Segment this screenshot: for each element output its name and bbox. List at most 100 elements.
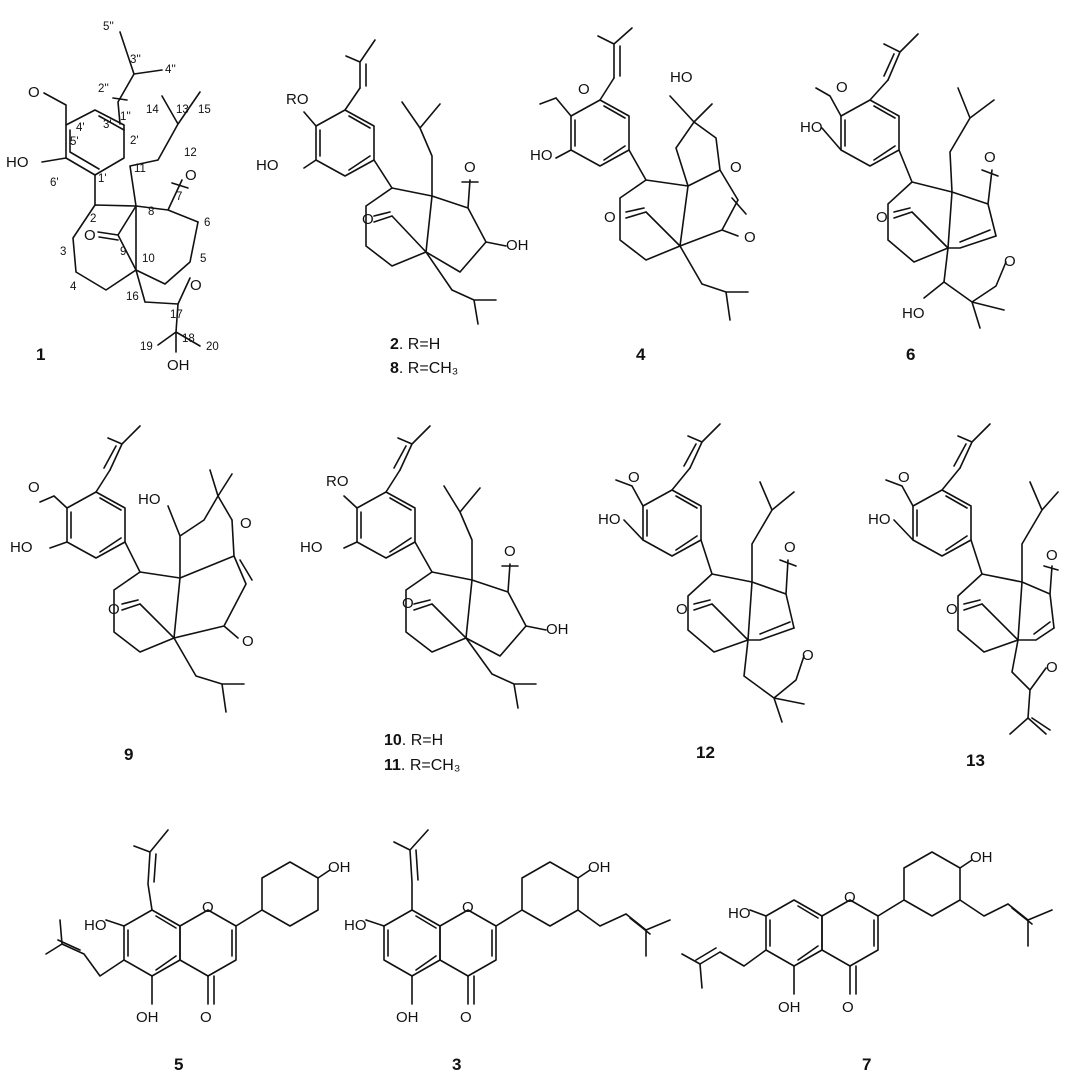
pyranone-ring-5 (179, 909, 237, 977)
atom-number: 5'' (103, 21, 114, 33)
atom-number: 3'' (130, 54, 141, 66)
ring-o-label: O (802, 647, 814, 664)
carbonyl-o-label: O (604, 209, 616, 226)
ring-o-label: O (844, 889, 856, 906)
ring-o-label: O (1046, 659, 1058, 676)
compound-id: 1 (36, 345, 45, 364)
hydroxyl-label: HO (10, 539, 33, 556)
atom-number: 10 (142, 253, 155, 265)
hydroxyl-label: HO (728, 905, 751, 922)
hydroxyl-label: OH (506, 237, 529, 254)
carbonyl-o-label: O (362, 211, 374, 228)
atom-number: 19 (140, 341, 153, 353)
carbonyl-o-label: O (84, 227, 96, 244)
hydroxyl-label: HO (84, 917, 107, 934)
aromatic-ring-2 (315, 109, 375, 177)
aromatic-ring-4 (570, 99, 630, 167)
atom-number: 5' (70, 136, 79, 148)
atom-number: 20 (206, 341, 219, 353)
atom-number: 16 (126, 291, 139, 303)
methoxy-o-label: O (28, 479, 40, 496)
carbonyl-o-label: O (876, 209, 888, 226)
atom-number: 2'' (98, 83, 109, 95)
ether-r-label: RO (286, 91, 309, 108)
aromatic-ring-13 (912, 489, 972, 557)
structure-compound-12: O HO O O O 12 (598, 423, 814, 762)
aromatic-ring-a-5 (123, 909, 181, 977)
compound-id: 7 (862, 1055, 871, 1074)
compound-id: 9 (124, 745, 133, 764)
hydroxyl-label: HO (344, 917, 367, 934)
aromatic-ring-9 (66, 491, 126, 559)
atom-number: 7 (176, 191, 182, 203)
hydroxyl-label: OH (778, 999, 801, 1016)
methoxy-o-label: O (836, 79, 848, 96)
compound-id: 10. R=H (384, 732, 443, 749)
structure-compound-6: O HO O O O HO 6 (800, 33, 1016, 364)
hydroxyl-label: HO (256, 157, 279, 174)
hydroxyl-label: OH (396, 1009, 419, 1026)
hydroxyl-label: HO (300, 539, 323, 556)
atom-number: 3' (103, 119, 112, 131)
hydroxyl-label: HO (530, 147, 553, 164)
aromatic-ring-a-7 (765, 899, 823, 967)
carbonyl-o-label: O (504, 543, 516, 560)
carbonyl-o-label: O (242, 633, 254, 650)
carbonyl-o-label: O (744, 229, 756, 246)
carbonyl-o-label: O (108, 601, 120, 618)
compound-id: 13 (966, 751, 985, 770)
carbonyl-o-label: O (402, 595, 414, 612)
atom-number: 17 (170, 309, 183, 321)
structure-compound-5: HO O OH OH O 5 (45, 829, 351, 1074)
structure-compound-4: HO O HO O O O 4 (530, 27, 756, 364)
aromatic-ring-6 (840, 99, 900, 167)
atom-number: 4' (76, 122, 85, 134)
hydroxyl-label: HO (670, 69, 693, 86)
structure-compound-13: O HO O O O 13 (868, 423, 1059, 770)
hydroxyl-label: HO (902, 305, 925, 322)
ring-o-label: O (462, 899, 474, 916)
compound-id: 8. R=CH₃ (390, 360, 458, 377)
compound-id: 6 (906, 345, 915, 364)
carbonyl-o-label: O (784, 539, 796, 556)
compound-id: 5 (174, 1055, 183, 1074)
ring-o-label: O (1004, 253, 1016, 270)
hydroxyl-label: OH (970, 849, 993, 866)
carbonyl-o-label: O (842, 999, 854, 1016)
atom-number: 6' (50, 177, 59, 189)
aromatic-ring-b-5 (235, 861, 319, 927)
atom-number: 1'' (120, 111, 131, 123)
structure-compound-9: HO O HO O O O 9 (10, 425, 254, 764)
structure-compound-3: HO O OH OH O 3 (344, 829, 671, 1074)
carbonyl-o-label: O (460, 1009, 472, 1026)
hydroxyl-label: OH (136, 1009, 159, 1026)
carbonyl-o-label: O (946, 601, 958, 618)
atom-number: 14 (146, 104, 159, 116)
carbonyl-o-label: O (676, 601, 688, 618)
carbonyl-o-label: O (200, 1009, 212, 1026)
compound-id: 3 (452, 1055, 461, 1074)
ring-o-label: O (730, 159, 742, 176)
atom-number: 4'' (165, 64, 176, 76)
atom-number: 13 (176, 104, 189, 116)
aromatic-ring-b-3 (495, 861, 579, 927)
carbonyl-o-label: O (1046, 547, 1058, 564)
atom-number: 11 (134, 163, 146, 175)
ether-r-label: RO (326, 473, 349, 490)
carbonyl-o-label: O (464, 159, 476, 176)
carbocycle-ring-1 (72, 204, 137, 291)
atom-number: 18 (182, 333, 195, 345)
hydroxyl-label: HO (800, 119, 823, 136)
aromatic-ring-10 (356, 491, 416, 559)
atom-number: 12 (184, 147, 197, 159)
carbonyl-o-label: O (984, 149, 996, 166)
methoxy-o-label: O (628, 469, 640, 486)
hydroxyl-label: OH (167, 357, 190, 374)
structure-compound-2-8: RO HO O O OH 2. R=H 8. R=CH₃ (256, 39, 529, 377)
hydroxyl-label: OH (328, 859, 351, 876)
compound-id: 4 (636, 345, 646, 364)
hydroxyl-label: HO (598, 511, 621, 528)
methoxy-o-label: O (28, 84, 40, 101)
atom-number: 8 (148, 206, 154, 218)
